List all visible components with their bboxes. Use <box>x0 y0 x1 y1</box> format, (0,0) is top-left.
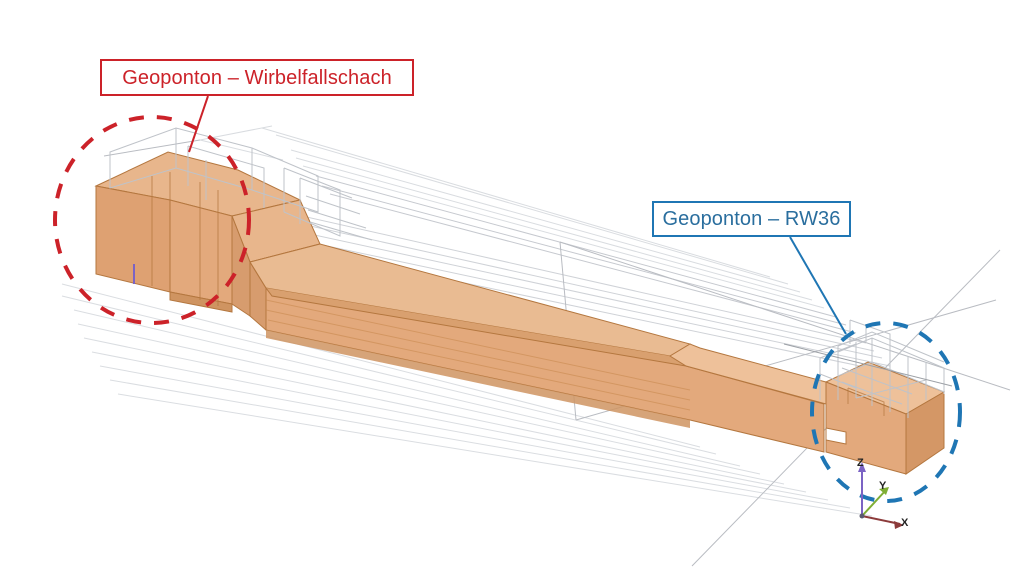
callout-rw36[interactable]: Geoponton – RW36 <box>652 201 851 237</box>
wireframe-terrain-upper-edges <box>315 175 857 334</box>
axis-label-y: Y <box>879 480 887 492</box>
callout-rw36-label: Geoponton – RW36 <box>662 208 841 230</box>
axis-x-line <box>861 515 901 525</box>
axis-x-arrow <box>894 521 904 529</box>
highlight-circle-rw36[interactable] <box>810 321 962 503</box>
wireframe-right-diagonal <box>783 343 953 387</box>
wireframe-terrain-lower <box>61 283 873 517</box>
axis-label-z: Z <box>857 457 864 469</box>
axis-y-arrow <box>879 487 889 495</box>
wireframe-right-cage <box>819 319 945 418</box>
axis-origin-dot <box>859 513 865 519</box>
callout-wirbelfallschacht-label: Geoponton – Wirbelfallschach <box>122 66 392 89</box>
axis-z-arrow <box>858 462 866 472</box>
axis-label-x: X <box>901 517 909 529</box>
axis-y-line <box>861 489 887 517</box>
wireframe-left-cage <box>109 127 373 241</box>
model-central-tunnel[interactable] <box>249 243 827 453</box>
leader-line-rw36 <box>789 236 847 335</box>
axis-triad <box>858 462 904 529</box>
leader-line-wirbelfallschacht <box>188 95 209 153</box>
model-left-end-wirbelfallschacht[interactable] <box>94 151 337 332</box>
highlight-circle-wirbelfallschacht[interactable] <box>53 115 251 325</box>
callout-wirbelfallschacht[interactable]: Geoponton – Wirbelfallschach <box>100 59 414 96</box>
